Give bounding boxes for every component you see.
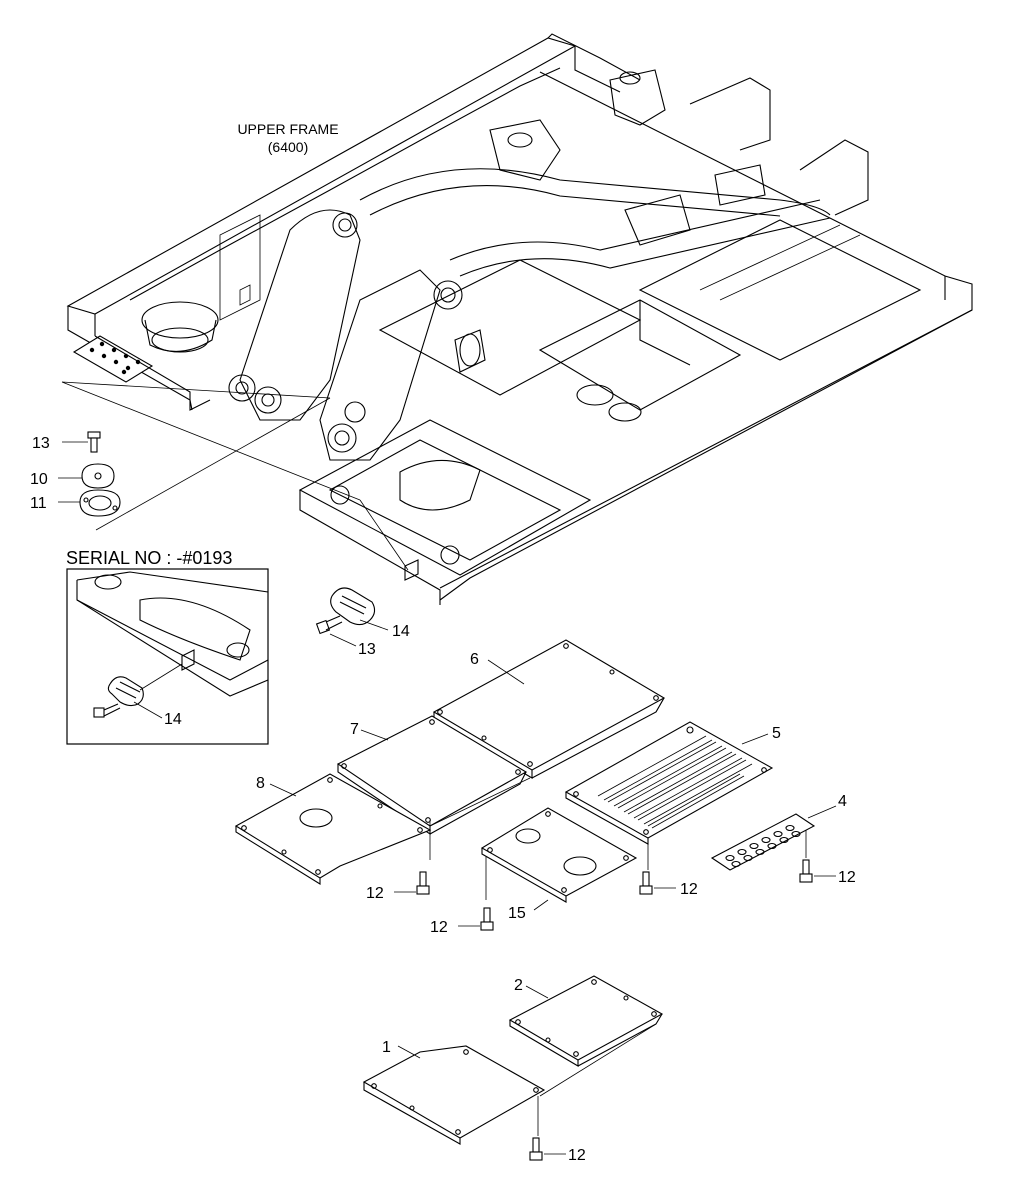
callout-6: 6 — [470, 651, 479, 668]
callout-1: 1 — [382, 1039, 391, 1056]
callout-8: 8 — [256, 775, 265, 792]
callout-15: 15 — [508, 905, 526, 922]
callout-7: 7 — [350, 721, 359, 738]
upper-frame-label-line1: UPPER FRAME — [237, 121, 338, 137]
inset-title: SERIAL NO : -#0193 — [66, 548, 232, 568]
inset-frame — [66, 568, 269, 745]
upper-frame-label-line2: (6400) — [268, 139, 308, 155]
callout-10: 10 — [30, 471, 48, 488]
callout-13-bottom: 13 — [358, 641, 376, 658]
under-cover-7 — [336, 715, 528, 836]
bolt-13-bottom — [315, 615, 343, 635]
bolt-12-c — [639, 871, 653, 895]
callout-12-c: 12 — [680, 881, 698, 898]
leader-lines — [61, 381, 409, 571]
under-cover-2 — [508, 975, 664, 1067]
callout-12-e: 12 — [568, 1147, 586, 1164]
gasket-11 — [79, 489, 121, 517]
callout-12-d: 12 — [838, 869, 856, 886]
upper-frame-label: UPPER FRAME (6400) — [237, 121, 338, 155]
plate-10 — [81, 463, 115, 489]
under-cover-8 — [234, 773, 432, 885]
under-cover-15 — [480, 807, 638, 903]
serial-inset: SERIAL NO : -#0193 14 — [66, 548, 269, 745]
upper-frame-assembly — [66, 33, 973, 605]
callout-2: 2 — [514, 977, 523, 994]
bolt-13-top — [87, 431, 101, 453]
step-plate-4 — [710, 813, 816, 871]
under-cover-1 — [362, 1045, 546, 1145]
callout-12-b: 12 — [430, 919, 448, 936]
callout-14-inset: 14 — [164, 711, 182, 728]
callout-4: 4 — [838, 793, 847, 810]
callout-14-main: 14 — [392, 623, 410, 640]
grille-cover-5 — [564, 721, 774, 845]
bolt-12-a — [416, 871, 430, 895]
callout-11: 11 — [30, 495, 47, 512]
bolt-12-e — [529, 1137, 543, 1161]
bolt-12-b — [480, 907, 494, 931]
callout-13-top: 13 — [32, 435, 50, 452]
bolt-12-d — [799, 859, 813, 883]
callout-5: 5 — [772, 725, 781, 742]
callout-12-a: 12 — [366, 885, 384, 902]
cover-14-main — [330, 587, 376, 626]
